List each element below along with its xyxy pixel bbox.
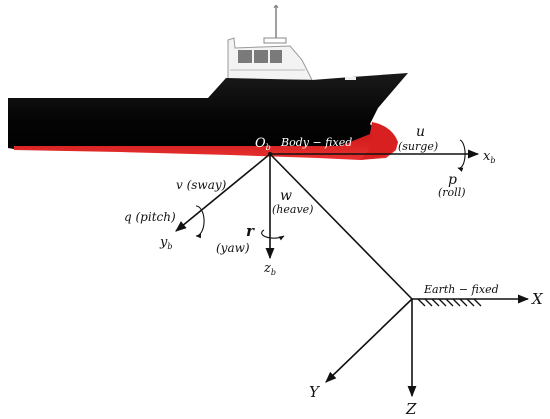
bow-port-light bbox=[345, 77, 356, 80]
u-label: u bbox=[416, 124, 425, 140]
body-fixed-axes bbox=[175, 149, 480, 300]
roll-rotation-icon bbox=[457, 139, 466, 172]
cabin-window-1 bbox=[238, 50, 252, 63]
pitch-label: q (pitch) bbox=[124, 210, 176, 224]
zb-label: zb bbox=[263, 261, 276, 277]
pitch-rotation-icon bbox=[195, 205, 205, 239]
w-label: w bbox=[280, 188, 292, 204]
body-origin-point bbox=[268, 152, 272, 156]
earth-y-label: Y bbox=[309, 383, 321, 401]
earth-fixed-axes bbox=[325, 294, 530, 398]
labels: Ob Body − fixed u (surge) xb p (roll) v … bbox=[124, 124, 544, 418]
origin-label: Ob bbox=[255, 136, 271, 152]
ship-hull-lower bbox=[14, 124, 398, 160]
yaw-rotation-icon bbox=[261, 229, 285, 241]
sway-label: v (sway) bbox=[176, 178, 227, 192]
heave-label: (heave) bbox=[272, 203, 313, 216]
roll-label: (roll) bbox=[438, 186, 466, 199]
earth-z-label: Z bbox=[405, 400, 417, 418]
ship bbox=[8, 5, 408, 160]
earth-y-axis bbox=[325, 298, 413, 383]
cabin-window-2 bbox=[254, 50, 268, 63]
p-label: p bbox=[448, 172, 457, 188]
origin-link-line bbox=[269, 153, 413, 300]
ship-hull-upper bbox=[8, 73, 408, 150]
body-fixed-label: Body − fixed bbox=[280, 136, 352, 149]
yb-axis bbox=[175, 153, 271, 232]
yaw-label: (yaw) bbox=[216, 241, 250, 255]
earth-fixed-label: Earth − fixed bbox=[423, 283, 499, 296]
r-label: r bbox=[246, 222, 255, 240]
yb-label: yb bbox=[159, 235, 172, 251]
mast-hook-icon bbox=[273, 5, 279, 9]
earth-x-label: X bbox=[531, 290, 544, 308]
earth-ground-hatch bbox=[417, 298, 482, 307]
cabin-window-3 bbox=[270, 50, 282, 63]
xb-label: xb bbox=[483, 149, 495, 165]
mast-platform bbox=[263, 37, 287, 44]
bulbous-bow bbox=[360, 122, 398, 160]
rotation-arcs bbox=[195, 139, 466, 241]
surge-label: (surge) bbox=[398, 140, 438, 153]
